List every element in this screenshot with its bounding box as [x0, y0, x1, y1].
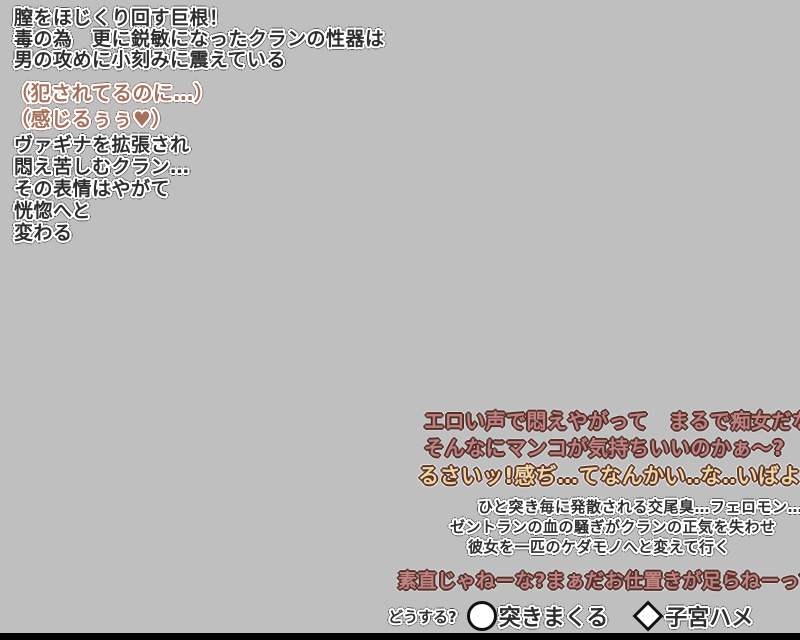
- narration-top: 膣をほじくり回す巨根！ 毒の為 更に鋭敏になったクランの性器は 男の攻めに小刻み…: [14, 8, 385, 71]
- choice-option-label: 子宮ハメ: [665, 606, 754, 631]
- circle-icon: [466, 601, 497, 631]
- dialogue-line: そんなにマンコが気持ちいいのかぁ～?: [424, 436, 785, 460]
- dialogue-pink-1: エロい声で悶えやがって まるで痴女だな おい? そんなにマンコが気持ちいいのかぁ…: [424, 408, 800, 462]
- narration-line: 毒の為 更に鋭敏になったクランの性器は: [14, 28, 385, 50]
- narration-line: 変わる: [14, 222, 73, 244]
- narration-left: ヴァギナを拡張され 悶え苦しむクラン… その表情はやがて 恍惚へと 変わる: [14, 134, 190, 244]
- diamond-icon: [632, 600, 664, 632]
- thought-line: （犯されてるのに…）: [10, 81, 215, 105]
- dialogue-line: るさいッ!感ぢ…てなんかい‥な‥いばよおほ～♥: [418, 464, 800, 488]
- narration-line: 膣をほじくり回す巨根！: [14, 7, 229, 29]
- narration-right: ひと突き毎に発散される交尾臭…フェロモン… ゼントランの血の騒ぎがクランの正気を…: [450, 497, 800, 557]
- choice-option-1[interactable]: 突きまくる: [466, 600, 609, 632]
- narration-line: ゼントランの血の騒ぎがクランの正気を失わせ: [450, 518, 776, 536]
- choice-prompt: どうする?: [388, 607, 457, 626]
- inner-thought: （犯されてるのに…） （感じるぅぅ♥）: [10, 80, 214, 132]
- choice-option-label: 突きまくる: [498, 606, 609, 631]
- dialogue-line: エロい声で悶えやがって まるで痴女だな おい?: [424, 409, 800, 433]
- narration-line: 彼女を一匹のケダモノへと変えて行く: [468, 538, 731, 556]
- dialogue-pink-2: 素直じゃねーな?まぁだお仕置きが足らねーってか?: [398, 569, 800, 593]
- narration-line: 恍惚へと: [14, 200, 92, 222]
- dialogue-cream: るさいッ!感ぢ…てなんかい‥な‥いばよおほ～♥: [418, 463, 800, 489]
- letterbox-bar: [0, 633, 800, 640]
- choice-row: どうする? 突きまくる 子宮ハメ: [388, 600, 779, 632]
- narration-line: その表情はやがて: [14, 178, 171, 200]
- dialogue-line: 素直じゃねーな?まぁだお仕置きが足らねーってか?: [398, 570, 800, 592]
- narration-line: 悶え苦しむクラン…: [14, 156, 190, 178]
- narration-line: 男の攻めに小刻みに震えている: [14, 49, 287, 71]
- narration-line: ヴァギナを拡張され: [14, 134, 190, 156]
- narration-line: ひと突き毎に発散される交尾臭…フェロモン…: [478, 498, 800, 516]
- choice-option-2[interactable]: 子宮ハメ: [632, 600, 754, 632]
- thought-line: （感じるぅぅ♥）: [10, 107, 172, 131]
